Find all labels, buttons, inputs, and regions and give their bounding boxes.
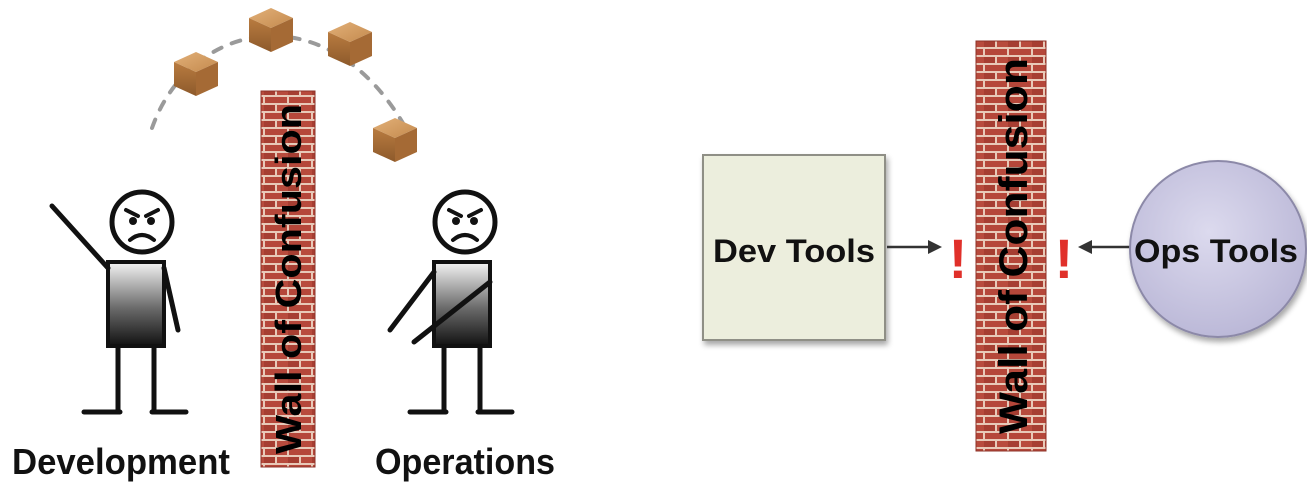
- left-wall: Wall of Confusion: [260, 90, 316, 468]
- ops-warning-mark: !: [1055, 227, 1074, 290]
- operations-arm: [387, 269, 437, 333]
- right-wall: Wall of Confusion: [975, 40, 1047, 452]
- box-icon: [328, 22, 372, 66]
- left-wall-label: Wall of Confusion: [268, 104, 309, 454]
- right-wall-label: Wall of Confusion: [992, 58, 1036, 434]
- dev-tools-arrow: [887, 240, 942, 254]
- dev-tools-label: Dev Tools: [713, 233, 875, 269]
- toss-arc: [150, 34, 410, 134]
- developer-torso: [106, 260, 166, 348]
- developer-figure: [49, 189, 189, 415]
- dev-warning-mark: !: [949, 227, 968, 290]
- box-icon: [249, 8, 293, 52]
- operations-label: Operations: [375, 441, 555, 482]
- developer-raised-arm: [49, 203, 111, 271]
- developer-head: [109, 189, 175, 255]
- operations-figure: [387, 189, 515, 415]
- operations-head: [432, 189, 498, 255]
- box-icon: [174, 52, 218, 96]
- ops-tools-circle: Ops Tools: [1129, 160, 1307, 338]
- dev-tools-box: Dev Tools: [702, 154, 886, 341]
- left-panel: Wall of Confusion Development Operations: [12, 8, 555, 482]
- ops-tools-label: Ops Tools: [1134, 233, 1298, 269]
- development-label: Development: [12, 441, 230, 482]
- right-panel: Dev Tools ! Wall of Confusion ! Ops Tool…: [702, 40, 1307, 452]
- ops-tools-arrow: [1078, 240, 1130, 254]
- box-icon: [373, 118, 417, 162]
